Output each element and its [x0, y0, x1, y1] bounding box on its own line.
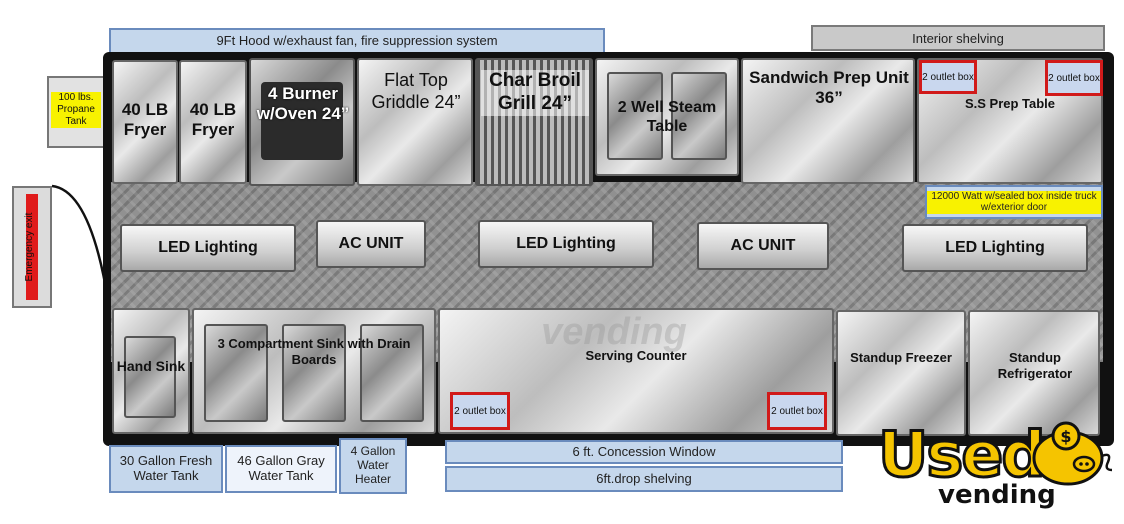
outlet-box-prep-left: 2 outlet box [919, 60, 977, 94]
flat-top-griddle: Flat Top Griddle 24” [357, 58, 473, 186]
watermark-text: vending [541, 311, 687, 353]
standup-freezer: Standup Freezer [836, 310, 966, 436]
sink-basin-3 [360, 324, 424, 422]
logo-word-vending: vending [938, 480, 1056, 510]
griddle-label: Flat Top Griddle 24” [371, 70, 461, 112]
char-broil-grill: Char Broil Grill 24” [475, 58, 593, 186]
prep-table-label: S.S Prep Table [964, 96, 1056, 111]
concession-window: 6 ft. Concession Window [445, 440, 843, 464]
led-lighting-3: LED Lighting [902, 224, 1088, 272]
ac-unit-1: AC UNIT [316, 220, 426, 268]
comp-sink-label: 3 Compartment Sink with Drain Boards [217, 336, 411, 367]
burner-oven: 4 Burner w/Oven 24” [249, 58, 355, 186]
fryer-2-label: 40 LB Fryer [189, 100, 237, 140]
fresh-water-tank: 30 Gallon Fresh Water Tank [109, 445, 223, 493]
burner-oven-label: 4 Burner w/Oven 24” [256, 84, 350, 124]
sandwich-prep-unit: Sandwich Prep Unit 36” [741, 58, 915, 184]
propane-tank: 100 lbs. Propane Tank [47, 76, 105, 148]
generator-label: 12000 Watt w/sealed box inside truck w/e… [925, 185, 1103, 219]
freezer-label: Standup Freezer [850, 350, 952, 365]
outlet-box-counter-left: 2 outlet box [450, 392, 510, 430]
emergency-exit-strip [26, 194, 38, 300]
water-heater: 4 Gallon Water Heater [339, 438, 407, 494]
hand-sink-basin [124, 336, 176, 418]
drop-shelving: 6ft.drop shelving [445, 466, 843, 492]
steam-table: 2 Well Steam Table [595, 58, 739, 176]
propane-tank-label: 100 lbs. Propane Tank [51, 92, 101, 128]
logo-pig-icon: $ [1032, 421, 1113, 486]
generator-text: 12000 Watt w/sealed box inside truck w/e… [927, 190, 1101, 214]
outlet-box-counter-right: 2 outlet box [767, 392, 827, 430]
led-lighting-2: LED Lighting [478, 220, 654, 268]
steam-well-2 [671, 72, 727, 160]
fryer-1-label: 40 LB Fryer [121, 100, 169, 140]
sink-basin-2 [282, 324, 346, 422]
led-lighting-1: LED Lighting [120, 224, 296, 272]
hood-label: 9Ft Hood w/exhaust fan, fire suppression… [109, 28, 605, 54]
used-vending-logo: Used vending $ [872, 416, 1118, 520]
sandwich-prep-label: Sandwich Prep Unit 36” [749, 68, 909, 108]
svg-text:$: $ [1060, 427, 1071, 446]
hand-sink-label: Hand Sink [116, 358, 186, 374]
emergency-exit-door: Emergency exit [12, 186, 52, 308]
ac-unit-2: AC UNIT [697, 222, 829, 270]
burner-grate [261, 82, 343, 160]
standup-refrigerator: Standup Refrigerator [968, 310, 1100, 436]
fryer-1: 40 LB Fryer [112, 60, 178, 184]
char-broil-label: Char Broil Grill 24” [481, 70, 589, 116]
logo-word-used: Used [877, 417, 1048, 493]
steam-well-1 [607, 72, 663, 160]
outlet-box-prep-right: 2 outlet box [1045, 60, 1103, 96]
steam-table-label: 2 Well Steam Table [617, 99, 717, 136]
serving-counter-label: Serving Counter [585, 348, 687, 363]
emergency-exit-label: Emergency exit [24, 212, 35, 282]
fryer-2: 40 LB Fryer [179, 60, 247, 184]
three-compartment-sink: 3 Compartment Sink with Drain Boards [192, 308, 436, 434]
sink-basin-1 [204, 324, 268, 422]
gray-water-tank: 46 Gallon Gray Water Tank [225, 445, 337, 493]
interior-shelving-label: Interior shelving [811, 25, 1105, 51]
hand-sink: Hand Sink [112, 308, 190, 434]
refrigerator-label: Standup Refrigerator [997, 350, 1073, 381]
